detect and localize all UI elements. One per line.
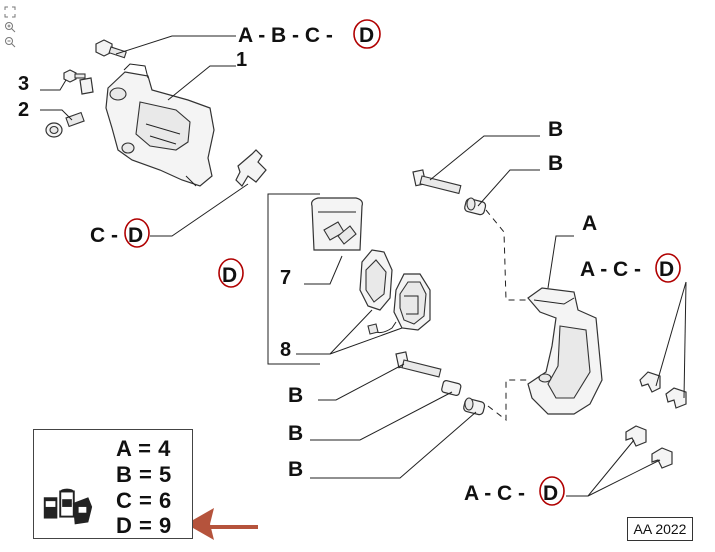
zoom-out-icon[interactable] — [4, 36, 16, 48]
brake-pads-drawing[interactable] — [359, 249, 431, 335]
callout-ac-right-upper: A - C - — [580, 258, 641, 281]
anti-rattle-spring-drawing[interactable] — [235, 149, 267, 187]
label-part-3: 3 — [18, 73, 29, 95]
label-part-2: 2 — [18, 99, 29, 121]
circle-marker — [218, 258, 244, 288]
callout-abcd-top: A - B - C - — [238, 24, 333, 47]
parts-kit-icon — [43, 488, 93, 525]
pin-axis-dashed — [485, 209, 530, 422]
guide-pin-upper-drawing[interactable] — [412, 169, 462, 195]
label-part-b-upper-pin: B — [548, 118, 563, 141]
legend-line-c: C = 6 — [116, 488, 172, 513]
caliper-bolt-drawing[interactable] — [95, 39, 127, 59]
label-part-7: 7 — [280, 267, 291, 289]
zoom-toolbar — [4, 6, 20, 48]
fit-page-icon[interactable] — [4, 6, 16, 18]
label-part-b-lower-pin: B — [288, 384, 303, 407]
zoom-in-icon[interactable] — [4, 21, 16, 33]
bleeder-screw-drawing[interactable] — [63, 69, 94, 95]
bleeder-cap-drawing[interactable] — [45, 111, 85, 138]
guide-pin-lower-drawing[interactable] — [395, 351, 442, 378]
label-part-b-upper-boot: B — [548, 152, 563, 175]
callout-cd-left-d: D — [128, 224, 143, 247]
legend-line-b: B = 5 — [116, 462, 172, 487]
label-part-b-lower-sleeve: B — [288, 422, 303, 445]
callout-ac-right-upper-d: D — [659, 258, 674, 281]
label-part-1: 1 — [236, 49, 247, 71]
circle-marker — [124, 218, 150, 248]
leader-lines — [40, 35, 687, 497]
label-part-a: A — [582, 212, 597, 235]
caliper-carrier-drawing[interactable] — [527, 287, 603, 415]
upper-clips-drawing[interactable] — [639, 371, 687, 409]
diagram-code: AA 2022 — [627, 517, 693, 541]
callout-ac-right-lower-d: D — [543, 482, 558, 505]
circle-marker — [539, 476, 565, 506]
label-part-8: 8 — [280, 339, 291, 361]
callout-d-kit: D — [222, 264, 237, 287]
kit-bracket-line — [267, 193, 320, 365]
lower-clips-drawing[interactable] — [625, 425, 673, 469]
quantity-legend: A = 4 B = 5 C = 6 D = 9 — [33, 429, 193, 539]
hardware-bag-drawing[interactable] — [311, 197, 363, 251]
callout-abcd-top-d: D — [359, 24, 374, 47]
callout-ac-right-lower: A - C - — [464, 482, 525, 505]
arrow-left-icon — [186, 508, 258, 540]
circle-marker — [655, 253, 681, 283]
guide-boot-lower-drawing[interactable] — [441, 380, 486, 416]
legend-line-a: A = 4 — [116, 436, 171, 461]
callout-cd-left: C - — [90, 224, 118, 247]
label-part-b-lower-boot: B — [288, 458, 303, 481]
caliper-body-drawing[interactable] — [105, 63, 215, 187]
circle-marker — [353, 19, 381, 49]
legend-line-d: D = 9 — [116, 513, 172, 538]
